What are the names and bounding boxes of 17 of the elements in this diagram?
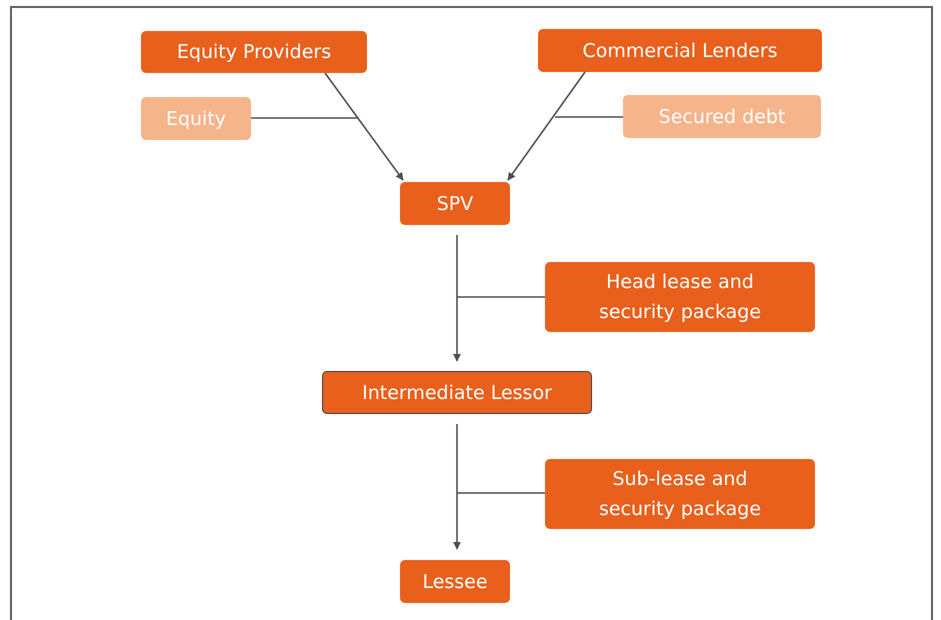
leader-line xyxy=(457,296,545,298)
party-box: SPV xyxy=(400,182,510,225)
leader-line xyxy=(457,492,545,494)
party-box: Equity Providers xyxy=(141,31,367,73)
flow-label-box: Equity xyxy=(141,97,251,140)
leader-line xyxy=(251,117,357,119)
party-box: Head lease and security package xyxy=(545,262,815,332)
arrow xyxy=(453,235,461,362)
party-box: Lessee xyxy=(400,560,510,603)
party-box: Intermediate Lessor xyxy=(322,371,592,414)
arrow xyxy=(324,72,404,181)
party-box: Sub-lease and security package xyxy=(545,459,815,529)
arrow xyxy=(507,72,586,181)
party-box: Commercial Lenders xyxy=(538,29,822,72)
leader-line xyxy=(555,116,623,118)
flow-label-box: Secured debt xyxy=(623,95,821,138)
arrow xyxy=(453,424,461,550)
